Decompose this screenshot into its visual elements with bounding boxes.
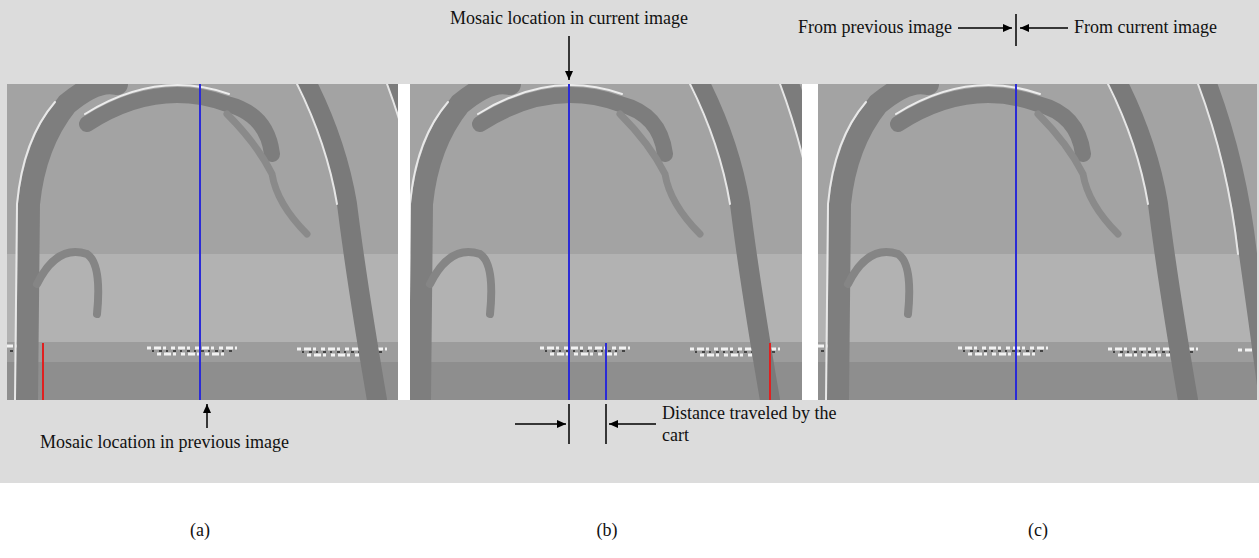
annotation-label: Mosaic location in current image [450, 8, 688, 30]
mosaic-line [568, 84, 570, 400]
marker-line [42, 343, 44, 400]
panel-label: (b) [597, 520, 618, 542]
annotation-label: Distance traveled by the cart [662, 403, 862, 446]
panel-label: (a) [190, 520, 210, 542]
annotation-label: From previous image [798, 17, 952, 39]
annotation-label: From current image [1074, 17, 1217, 39]
mosaic-line [199, 84, 201, 400]
panel-label: (c) [1028, 520, 1048, 542]
leader-lines [207, 14, 1068, 444]
mosaic-line [1015, 84, 1017, 400]
image-b [410, 84, 802, 400]
marker-line [605, 343, 607, 400]
annotation-label: Mosaic location in previous image [40, 432, 289, 454]
image-c [818, 84, 1257, 400]
image-a [7, 84, 398, 400]
marker-line [769, 343, 771, 400]
